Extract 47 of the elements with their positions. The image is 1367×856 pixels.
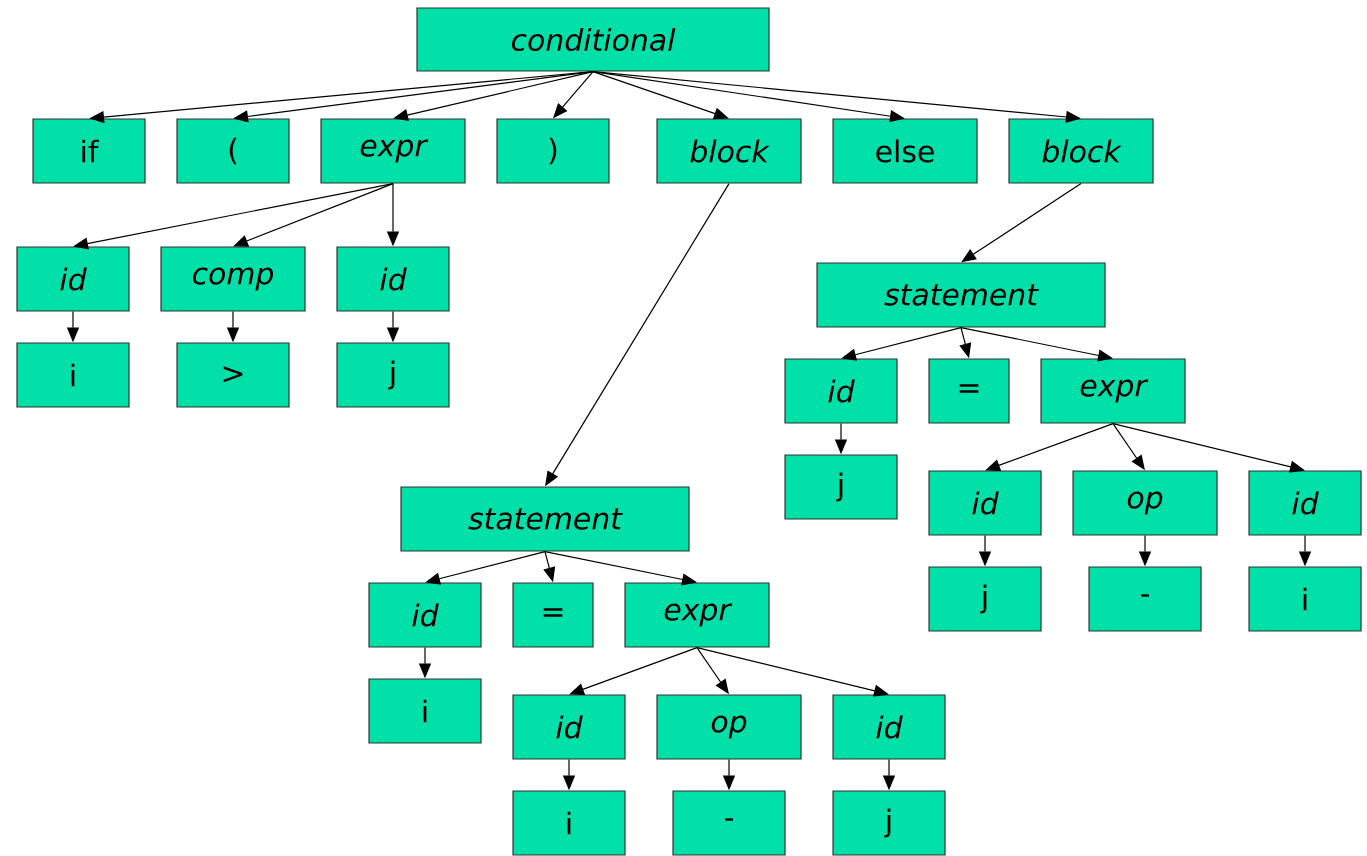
terminal-box: - <box>672 790 786 856</box>
nonterminal-box: comp <box>160 246 306 312</box>
terminal-box: = <box>512 582 594 648</box>
nonterminal-box: id <box>512 694 626 760</box>
terminal-box: ) <box>496 118 610 184</box>
arrow <box>393 71 594 121</box>
terminal-box: i <box>1248 566 1362 632</box>
nonterminal-box: op <box>656 694 802 760</box>
arrow <box>425 551 546 585</box>
arrow <box>592 71 729 120</box>
terminal-box: ( <box>176 118 290 184</box>
nonterminal-box: id <box>832 694 946 760</box>
nonterminal-box: op <box>1072 470 1218 536</box>
arrow <box>233 183 394 247</box>
nonterminal-box: id <box>928 470 1042 536</box>
terminal-box: j <box>832 790 946 856</box>
terminal-box: j <box>784 454 898 520</box>
arrow <box>1112 423 1305 473</box>
terminal-box: if <box>32 118 146 184</box>
nonterminal-box: id <box>336 246 450 312</box>
nonterminal-box: expr <box>1040 358 1186 424</box>
arrow <box>960 327 1113 362</box>
terminal-box: = <box>928 358 1010 424</box>
arrow <box>569 647 698 696</box>
arrow <box>544 551 697 586</box>
arrow <box>961 183 1082 263</box>
nonterminal-box: conditional <box>416 7 770 72</box>
nonterminal-box: statement <box>400 486 690 552</box>
nonterminal-box: block <box>656 118 802 184</box>
nonterminal-box: id <box>1248 470 1362 536</box>
nonterminal-box: id <box>784 358 898 424</box>
terminal-box: - <box>1088 566 1202 632</box>
nonterminal-box: statement <box>816 262 1106 328</box>
terminal-box: j <box>336 342 450 408</box>
terminal-box: else <box>832 118 978 184</box>
terminal-box: i <box>512 790 626 856</box>
arrow <box>696 647 889 697</box>
arrow <box>985 423 1114 472</box>
nonterminal-box: block <box>1008 118 1154 184</box>
terminal-box: j <box>928 566 1042 632</box>
terminal-box: > <box>176 342 290 408</box>
terminal-box: i <box>368 678 482 744</box>
nonterminal-box: expr <box>320 118 466 184</box>
nonterminal-box: id <box>368 582 482 648</box>
terminal-box: i <box>16 342 130 408</box>
nonterminal-box: id <box>16 246 130 312</box>
nonterminal-box: expr <box>624 582 770 648</box>
